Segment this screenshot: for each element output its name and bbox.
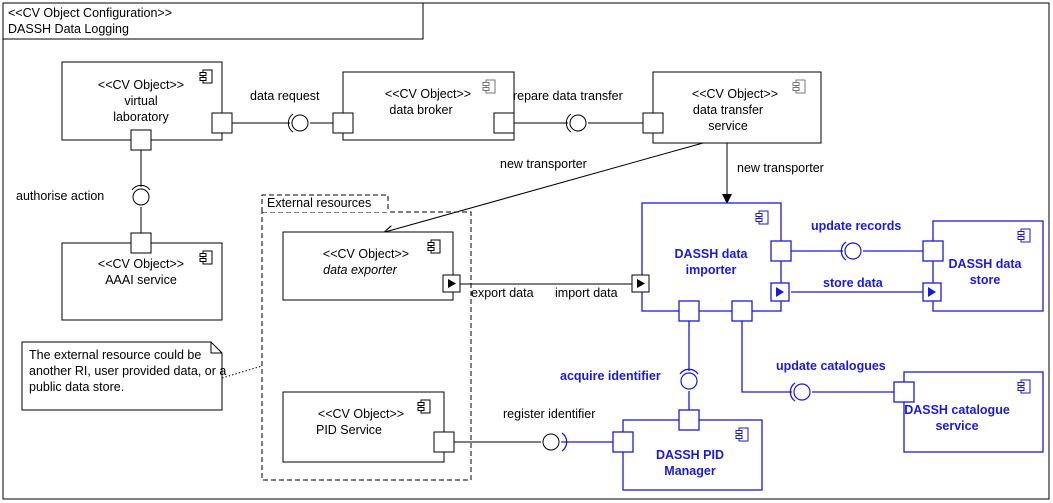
stereotype-label: <<CV Object>> (98, 78, 184, 92)
note-text: The external resource could be another R… (29, 348, 227, 394)
port-square (130, 232, 152, 254)
component-name: Manager (664, 464, 716, 478)
provided-interface-circle (291, 114, 309, 132)
port-square (731, 300, 753, 322)
component-aaai-service[interactable]: <<CV Object>> AAAI service (61, 232, 223, 321)
connectors (140, 122, 923, 443)
component-name: data broker (389, 103, 452, 117)
port-square (332, 112, 354, 134)
component-dassh-catalogue-service[interactable]: DASSH catalogue service (893, 371, 1044, 453)
component-name: laboratory (113, 110, 169, 124)
label-import-data: import data (555, 286, 618, 300)
stereotype-label: <<CV Object>> (318, 407, 404, 421)
component-dassh-data-importer[interactable]: DASSH data importer (631, 202, 792, 322)
component-name: service (935, 419, 978, 433)
stereotype-label: <<CV Object>> (323, 247, 409, 261)
stereotype-label: <<CV Object>> (692, 87, 778, 101)
provided-interface-circle (844, 242, 862, 260)
label-store-data: store data (823, 276, 884, 290)
label-new-transporter-left: new transporter (500, 157, 587, 171)
label-acquire-identifier: acquire identifier (560, 369, 661, 383)
label-export-data: export data (471, 286, 534, 300)
label-update-catalogues: update catalogues (776, 359, 886, 373)
component-data-exporter[interactable]: <<CV Object>> data exporter (282, 231, 461, 301)
interface-authorise-action: authorise action (16, 184, 151, 206)
port-square (130, 129, 152, 151)
label-data-request: data request (250, 89, 320, 103)
stereotype-label: <<CV Object>> (98, 257, 184, 271)
component-name: virtual (124, 94, 157, 108)
frame-title-name: DASSH Data Logging (8, 22, 129, 36)
port-square (922, 240, 944, 262)
port-square (612, 431, 634, 453)
label-update-records: update records (811, 219, 901, 233)
label-register-identifier: register identifier (503, 407, 595, 421)
component-dassh-pid-manager[interactable]: DASSH PID Manager (612, 409, 763, 491)
component-name: store (970, 273, 1001, 287)
label-authorise-action: authorise action (16, 189, 104, 203)
port-square (678, 300, 700, 322)
port-square (893, 381, 915, 403)
component-name: PID Service (316, 423, 382, 437)
interface-data-request: data request (250, 89, 320, 133)
port-square (493, 112, 515, 134)
component-name: DASSH catalogue (904, 403, 1010, 417)
provided-interface-circle (793, 383, 811, 401)
provided-interface-circle (542, 433, 560, 451)
component-name: importer (686, 263, 737, 277)
interface-update-records: update records (811, 219, 901, 261)
interface-acquire-identifier: acquire identifier (560, 368, 699, 390)
component-name: DASSH data (675, 247, 749, 261)
component-name: data exporter (323, 263, 397, 277)
component-name: AAAI service (105, 273, 177, 287)
provided-interface-circle (132, 188, 150, 206)
label-new-transporter-right: new transporter (737, 161, 824, 175)
component-dassh-data-store[interactable]: DASSH data store (922, 220, 1044, 312)
external-resources-group: External resources (261, 194, 472, 481)
component-pid-service[interactable]: <<CV Object>> PID Service (282, 391, 455, 463)
component-data-broker[interactable]: <<CV Object>> data broker (332, 71, 515, 141)
interface-register-identifier: register identifier (503, 407, 595, 452)
port-square (770, 240, 792, 262)
component-name: data transfer (693, 103, 763, 117)
port-square (433, 431, 455, 453)
port-square (211, 112, 233, 134)
component-name: DASSH data (949, 257, 1023, 271)
port-square (642, 112, 664, 134)
interface-update-catalogues: update catalogues (776, 359, 886, 402)
component-virtual-laboratory[interactable]: <<CV Object>> virtual laboratory (61, 61, 233, 151)
component-name: service (708, 119, 748, 133)
port-square (678, 409, 700, 431)
component-data-transfer-service[interactable]: <<CV Object>> data transfer service (642, 71, 822, 144)
stereotype-label: <<CV Object>> (385, 87, 471, 101)
external-resources-label: External resources (267, 196, 371, 210)
interface-prepare-data-transfer: prepare data transfer (506, 89, 623, 133)
provided-interface-circle (680, 372, 698, 390)
frame-title-stereotype: <<CV Object Configuration>> (8, 6, 172, 20)
provided-interface-circle (569, 114, 587, 132)
component-name: DASSH PID (656, 448, 724, 462)
label-prepare-data-transfer: prepare data transfer (506, 89, 623, 103)
note (21, 341, 223, 411)
